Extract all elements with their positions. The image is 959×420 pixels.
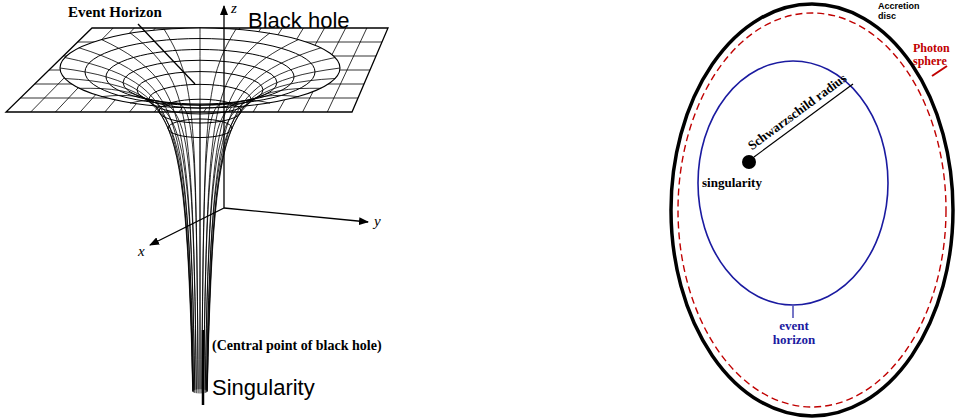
axis-label: x [138,243,145,260]
leader-line [138,24,195,84]
singularity-label: singularity [702,176,762,190]
central-point-label: (Central point of black hole) [212,338,382,353]
well-line [65,58,193,391]
well-line [130,100,196,393]
well-line [65,79,193,392]
axes [150,6,368,245]
event-horizon-label: Event Horizon [68,4,162,21]
diagram-heading: Black hole [248,9,350,33]
event-horizon-label: event horizon [763,319,825,348]
singularity-throat [202,330,205,405]
well-line [101,39,195,390]
well-line [205,39,299,390]
axis-label: z [231,0,237,17]
schwarzschild-radius-label: Schwarzschild radius [745,71,849,153]
well-line [130,33,196,390]
well-line [164,29,198,390]
accretion-disc-label: Accretion disc [878,2,938,22]
well-line [60,68,193,391]
black-hole-cross-section [671,4,953,416]
well-line [79,48,194,391]
photon-sphere-label: Photon sphere [913,42,955,68]
well-line [200,27,201,389]
axis-label: y [374,213,381,230]
singularity-label: Singularity [212,376,315,400]
well-line [79,88,194,392]
well-line [101,95,195,393]
